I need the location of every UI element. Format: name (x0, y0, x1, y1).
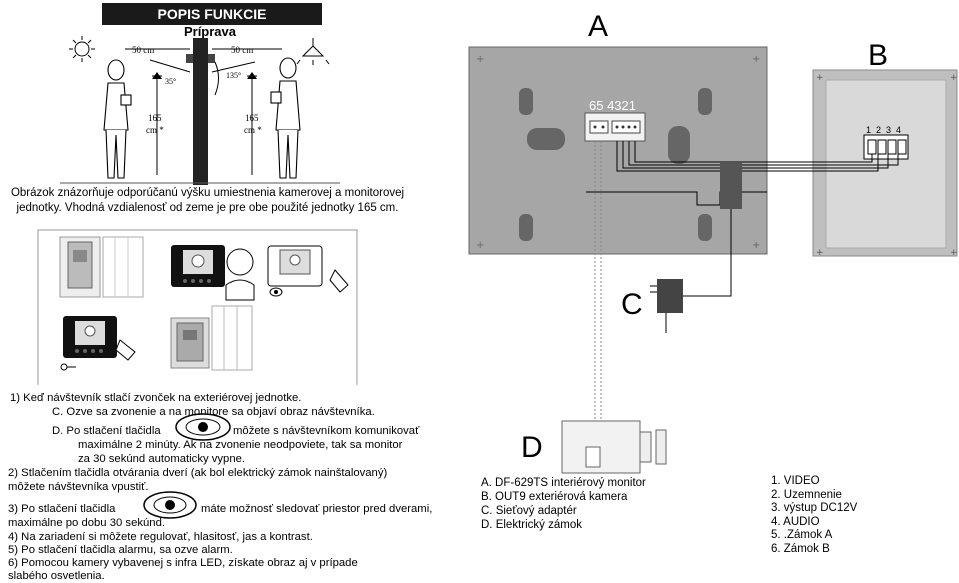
legend-item: 2. Uzemnenie (771, 488, 842, 501)
outdoor-camera-illustration (59, 236, 144, 298)
step-3-text: máte možnosť sledovať priestor pred dver… (201, 503, 433, 515)
svg-text:+: + (476, 240, 484, 251)
step-3: 3) Po stlačení tlačidla (8, 503, 116, 515)
visitor-figure-right (270, 57, 301, 179)
step-5: 5) Po stlačení tlačidla alarmu, sa ozve … (8, 544, 233, 556)
height-left-value: 165 (148, 113, 162, 123)
height-right-value: 165 (245, 113, 259, 123)
camera-pin-labels: 1 2 3 4 (866, 125, 901, 135)
step-4: 4) Na zariadení si môžete regulovať, hla… (8, 531, 313, 543)
dimension-right: 50 cm (231, 45, 253, 55)
monitor-view-illustration (267, 245, 349, 297)
svg-text:+: + (476, 54, 484, 65)
monitor-ringing-illustration (171, 245, 255, 301)
wall (193, 38, 208, 185)
monitor-pin-labels: 65 4321 (589, 98, 636, 113)
svg-text:+: + (816, 73, 824, 83)
height-left-unit: cm * (146, 125, 164, 135)
angle-right: 135° (226, 71, 241, 80)
step-1d: D. Po stlačení tlačidla (52, 425, 161, 437)
power-adapter (650, 209, 732, 333)
svg-text:+: + (950, 248, 958, 258)
legend-item: 4. AUDIO (771, 515, 820, 528)
legend-item: C. Sieťový adaptér (481, 505, 577, 517)
legend-item: A. DF-629TS interiérový monitor (481, 477, 646, 489)
step-1c: C. Ozve sa zvonenie a na monitore sa obj… (52, 406, 375, 418)
angle-left: 35° (165, 77, 176, 86)
step-1d-line3: za 30 sekúnd automaticky vypne. (78, 453, 246, 465)
step-1d-line2: maximálne 2 minúty. Ak na zvonenie neodp… (78, 439, 403, 451)
section-subtitle: Príprava (183, 24, 237, 39)
eye-icon (143, 491, 197, 519)
legend-item: 5. .Zámok A (771, 529, 833, 541)
label-a: A (588, 10, 608, 43)
monitor-unit (468, 46, 768, 255)
label-c: C (621, 288, 643, 321)
svg-text:+: + (950, 73, 958, 83)
legend-item: 3. výstup DC12V (771, 502, 858, 514)
visitor-figure-left (103, 59, 132, 179)
legend-item: 1. VIDEO (771, 475, 820, 487)
eye-icons (143, 413, 231, 519)
label-d: D (521, 431, 543, 464)
step-1: 1) Keď návštevník stlačí zvonček na exte… (10, 392, 302, 404)
legend-item: B. OUT9 exteriérová kamera (481, 491, 628, 503)
step-2-line2: môžete návštevníka vpustiť. (8, 481, 149, 493)
section-title: POPIS FUNKCIE (102, 3, 322, 25)
label-b: B (868, 39, 888, 72)
ceiling-lamp-icon (296, 38, 330, 65)
electric-lock (561, 420, 667, 474)
legend-item: D. Elektrický zámok (481, 519, 582, 531)
height-right-unit: cm * (244, 125, 262, 135)
step-3-line2: maximálne po dobu 30 sekúnd. (8, 517, 166, 529)
monitor-unlock-illustration (60, 316, 136, 371)
usage-illustrations (37, 229, 358, 385)
svg-text:+: + (816, 248, 824, 258)
step-1d-text: môžete s návštevníkom komunikovať (233, 425, 420, 437)
svg-text:+: + (752, 54, 760, 65)
step-6: 6) Pomocou kamery vybavenej s infra LED,… (8, 557, 358, 569)
placement-caption: Obrázok znázorňuje odporúčanú výšku umie… (10, 187, 405, 214)
step-2: 2) Stlačením tlačidla otvárania dverí (a… (8, 467, 388, 479)
door-camera-illustration (170, 305, 253, 371)
legend-item: 6. Zámok B (771, 542, 830, 555)
svg-text:+: + (752, 240, 760, 251)
step-6-line2: slabého osvetlenia. (8, 570, 105, 582)
sun-icon (69, 36, 95, 62)
eye-icon (175, 413, 231, 441)
dimension-left: 50 cm (132, 45, 154, 55)
placement-figure: 50 cm 50 cm 35° 135° 165 cm * 165 cm * (60, 36, 340, 185)
